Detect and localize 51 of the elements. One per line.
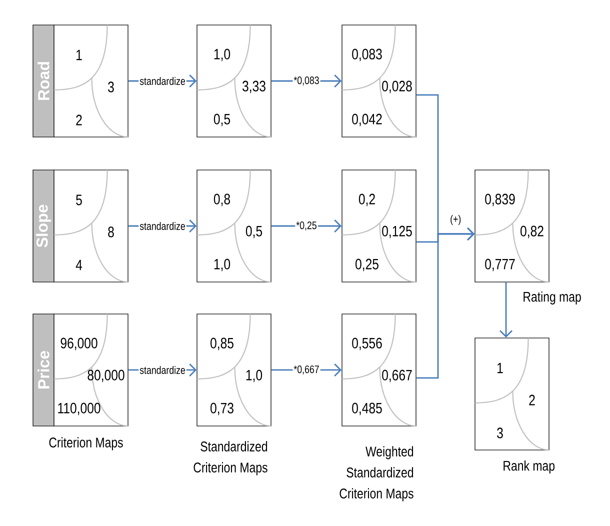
- edge-label: *0,083: [292, 76, 320, 86]
- column-caption: Standardized Criterion Maps: [194, 441, 268, 476]
- category-band: Road: [32, 24, 54, 138]
- map-value: 0,667: [382, 370, 412, 382]
- column-caption: Criterion Maps: [49, 437, 123, 450]
- map-value: 0,485: [352, 402, 382, 416]
- map-value: 0,556: [352, 338, 382, 350]
- map-value: 1,0: [214, 258, 230, 272]
- map-value: 3: [497, 428, 503, 438]
- arrow: [500, 282, 512, 338]
- column-caption: Weighted Standardized Criterion Maps: [340, 446, 414, 502]
- arrow: [416, 228, 475, 379]
- map-value: 0,125: [382, 226, 412, 238]
- edge-label: *0,667: [292, 364, 320, 376]
- map-value: 0,028: [382, 80, 412, 94]
- map-value: 0,5: [214, 114, 230, 126]
- map-value: 0,73: [210, 402, 234, 416]
- category-band: Price: [32, 314, 54, 426]
- map-value: 3,33: [242, 80, 266, 94]
- map-value: 0,042: [352, 114, 382, 126]
- map-value: 80,000: [88, 370, 124, 382]
- map-value: 0,25: [356, 258, 378, 272]
- edge-label: standardize: [138, 365, 186, 375]
- map-value: 3: [108, 82, 114, 92]
- edge-label: *0,25: [295, 220, 318, 232]
- map-value: 0,2: [358, 194, 375, 206]
- map-value: 96,000: [60, 338, 98, 350]
- map-value: 1,0: [246, 370, 262, 382]
- map-value: 8: [108, 226, 114, 238]
- map-value: 0,5: [246, 226, 262, 238]
- map-value: 2: [76, 114, 82, 126]
- map-value: 4: [76, 260, 82, 270]
- map-value: 0,85: [210, 338, 234, 350]
- map-value: 1: [76, 50, 82, 60]
- arrow: [271, 220, 342, 232]
- category-band: Slope: [32, 170, 54, 282]
- map-value: 2: [529, 394, 535, 406]
- map-value: 0,777: [485, 258, 515, 272]
- map-value: 1,0: [214, 48, 230, 62]
- edge-label: standardize: [138, 221, 186, 231]
- edge-label: (+): [449, 214, 462, 226]
- map-value: 0,82: [520, 226, 544, 238]
- map-value: 0,839: [485, 194, 515, 206]
- edge-label: standardize: [138, 76, 186, 86]
- map-value: 0,8: [214, 194, 230, 206]
- map-caption: Rank map: [504, 460, 555, 474]
- map-value: 1: [498, 362, 503, 374]
- map-caption: Rating map: [524, 291, 581, 304]
- map-value: 0,083: [352, 48, 382, 62]
- map-value: 5: [76, 194, 82, 206]
- map-value: 110,000: [58, 402, 100, 416]
